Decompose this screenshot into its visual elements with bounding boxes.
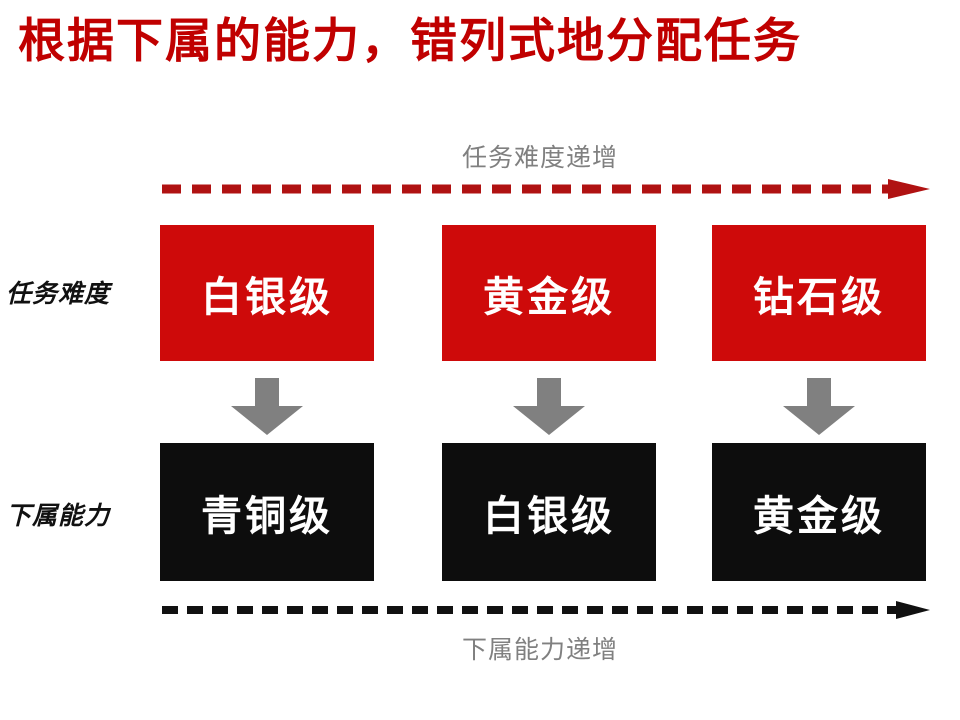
row-label-task-difficulty: 任务难度 bbox=[6, 280, 111, 308]
task-box-gold[interactable]: 黄金级 bbox=[442, 225, 656, 361]
top-axis-label: 任务难度递增 bbox=[461, 144, 618, 172]
page-title: 根据下属的能力，错列式地分配任务 bbox=[18, 14, 802, 67]
ability-box-bronze[interactable]: 青铜级 bbox=[160, 443, 374, 581]
task-box-diamond[interactable]: 钻石级 bbox=[712, 225, 926, 361]
down-arrow-icon-2 bbox=[513, 378, 585, 435]
ability-box-gold[interactable]: 黄金级 bbox=[712, 443, 926, 581]
down-arrow-icon-1 bbox=[231, 378, 303, 435]
ability-box-silver[interactable]: 白银级 bbox=[442, 443, 656, 581]
subordinate-ability-arrow-icon bbox=[162, 601, 930, 619]
bottom-axis-label: 下属能力递增 bbox=[461, 636, 618, 664]
down-arrow-icon-3 bbox=[783, 378, 855, 435]
task-difficulty-arrow-icon bbox=[162, 179, 930, 199]
task-box-silver[interactable]: 白银级 bbox=[160, 225, 374, 361]
row-label-subordinate-ability: 下属能力 bbox=[6, 502, 111, 530]
